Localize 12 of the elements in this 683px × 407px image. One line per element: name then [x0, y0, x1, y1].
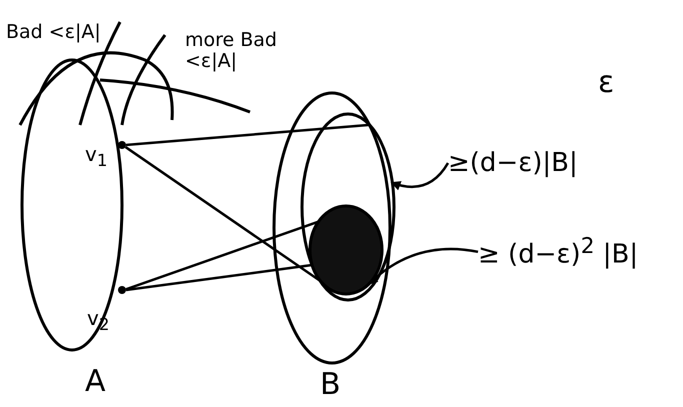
bound-label: ≥(d−ε)|B| — [448, 150, 578, 176]
bound-label: ≥ (d−ε)$^{2}$ |B| — [478, 236, 638, 268]
set-label: A — [85, 367, 106, 397]
leader-arrow — [390, 162, 450, 190]
vertex-label: v$_{1}$ — [85, 144, 108, 170]
bad-note: Bad <ε|A| — [6, 22, 102, 43]
epsilon-label: ε — [598, 68, 614, 98]
set-label: B — [320, 370, 341, 400]
edge-line — [126, 264, 312, 292]
bad-note: more Bad <ε|A| — [185, 30, 278, 72]
edge-line — [126, 220, 319, 290]
edge-line — [126, 124, 370, 146]
